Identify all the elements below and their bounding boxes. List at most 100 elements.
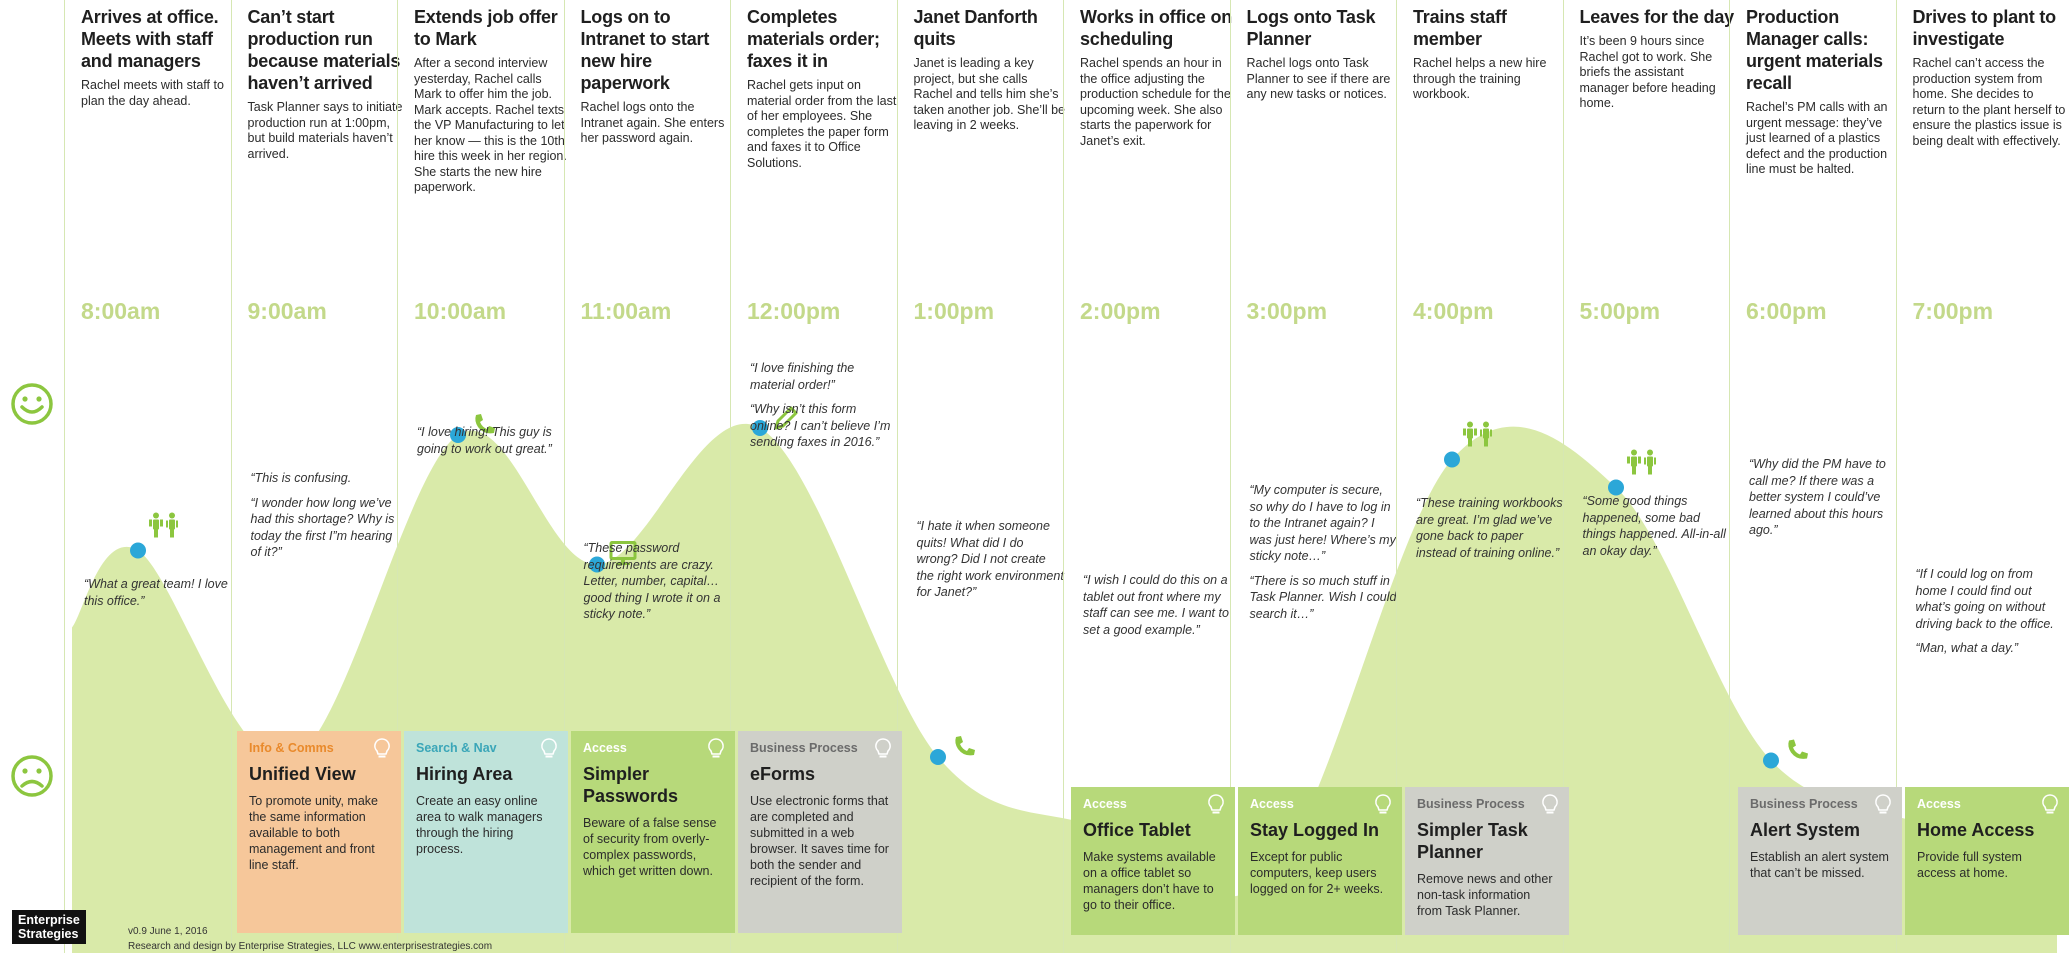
step-description: After a second interview yesterday, Rach…	[414, 56, 567, 194]
lightbulb-icon	[2042, 794, 2058, 814]
user-quote: “I wish I could do this on a tablet out …	[1083, 572, 1233, 646]
quote-text: “This is confusing.	[250, 471, 352, 485]
quote-text: “I love finishing the material order!”	[750, 361, 855, 392]
lightbulb-icon	[1208, 794, 1224, 814]
emotion-marker	[130, 542, 146, 559]
pencil-icon	[774, 406, 798, 430]
emotion-marker	[1608, 479, 1624, 496]
column-divider	[1396, 0, 1397, 953]
card-title: Alert System	[1750, 820, 1861, 840]
step-time: 2:00pm	[1080, 298, 1161, 324]
quote-text: “I wonder how long we’ve had this shorta…	[250, 495, 395, 560]
step-time: 11:00am	[580, 298, 672, 324]
step-title: Completes materials order; faxes it in	[747, 7, 880, 71]
happy-face-icon	[11, 383, 53, 425]
user-quote: “If I could log on from home I could fin…	[1916, 566, 2066, 665]
footer-credit: Research and design by Enterprise Strate…	[128, 941, 493, 952]
column-divider	[1729, 0, 1730, 953]
quote-text: “I wish I could do this on a tablet out …	[1083, 573, 1229, 637]
card-description: To promote unity, make the same informat…	[249, 794, 378, 872]
emotion-marker	[1444, 451, 1460, 468]
card-description: Establish an alert system that can’t be …	[1750, 850, 1889, 880]
footer-version: v0.9 June 1, 2016	[128, 926, 208, 937]
column-divider	[1229, 0, 1231, 953]
quote-text: “Man, what a day.”	[1915, 641, 2019, 655]
user-quote: “My computer is secure, so why do I have…	[1250, 482, 1400, 630]
step-title: Leaves for the day	[1579, 7, 1735, 27]
quote-text: “Some good things happened, some bad thi…	[1582, 494, 1726, 558]
emotion-marker	[450, 427, 466, 443]
lightbulb-icon	[875, 738, 891, 758]
step-title: Can’t start production run because mater…	[247, 7, 401, 93]
step-header: Can’t start production run because mater…	[248, 6, 404, 162]
lightbulb-icon	[1375, 794, 1391, 814]
step-time: 12:00pm	[747, 298, 841, 324]
step-title: Extends job offer to Mark	[414, 7, 558, 49]
step-description: Rachel helps a new hire through the trai…	[1413, 56, 1547, 101]
quote-text: “I love hiring! This guy is going to wor…	[417, 425, 552, 456]
quote-text: “What a great team! I love this office.”	[84, 577, 228, 608]
lightbulb-icon	[1542, 794, 1558, 814]
quote-text: “Why did the PM have to call me? If ther…	[1749, 457, 1886, 537]
monitor-icon	[609, 541, 637, 565]
card-description: Make systems available on a office table…	[1083, 850, 1216, 912]
card-category: Access	[1083, 797, 1127, 811]
user-quote: “I love finishing the material order!” “W…	[750, 360, 900, 459]
quote-text: “My computer is secure, so why do I have…	[1249, 483, 1396, 563]
step-title: Trains staff member	[1413, 7, 1507, 49]
step-description: Janet is leading a key project, but she …	[913, 56, 1066, 132]
sad-face-icon	[11, 755, 53, 797]
column-divider	[1063, 0, 1064, 953]
card-category: Business Process	[750, 741, 858, 755]
user-quote: “This is confusing. “I wonder how long we…	[251, 470, 401, 569]
step-description: It’s been 9 hours since Rachel got to wo…	[1579, 34, 1716, 110]
people-icon	[1463, 421, 1492, 447]
card-description: Beware of a false sense of security from…	[583, 816, 717, 878]
column-divider	[64, 0, 65, 953]
user-quote: “These training workbooks are great. I’m…	[1416, 495, 1566, 569]
step-description: Rachel logs onto the Intranet again. She…	[580, 100, 725, 145]
card-category: Info & Comms	[249, 741, 334, 755]
step-time: 6:00pm	[1746, 298, 1827, 324]
card-title: Simpler Task Planner	[1417, 820, 1528, 862]
step-time: 5:00pm	[1579, 298, 1661, 324]
user-quote: “These password requirements are crazy. …	[584, 540, 734, 631]
user-quote: “Why did the PM have to call me? If ther…	[1749, 456, 1899, 547]
step-header: Arrives at office. Meets with staff and …	[81, 6, 237, 109]
step-title: Production Manager calls: urgent materia…	[1746, 7, 1883, 93]
user-quote: “What a great team! I love this office.”	[84, 576, 234, 617]
step-description: Rachel spends an hour in the office adju…	[1080, 56, 1231, 148]
step-description: Task Planner says to initiate production…	[247, 100, 403, 161]
column-divider	[230, 0, 232, 953]
card-category: Access	[1917, 797, 1961, 811]
step-time: 7:00pm	[1912, 298, 1994, 324]
phone-icon	[955, 736, 975, 756]
step-header: Logs on to Intranet to start new hire pa…	[581, 6, 737, 147]
step-description: Rachel can’t access the production syste…	[1912, 56, 2066, 148]
emotion-marker	[1763, 752, 1779, 769]
card-category: Business Process	[1417, 797, 1525, 811]
step-title: Janet Danforth quits	[913, 7, 1038, 49]
quote-text: “Why isn’t this form online? I can’t bel…	[750, 402, 891, 449]
lightbulb-icon	[541, 738, 557, 758]
step-time: 1:00pm	[913, 298, 995, 324]
card-title: Home Access	[1917, 820, 2035, 840]
step-description: Rachel logs onto Task Planner to see if …	[1246, 56, 1391, 101]
card-category: Access	[1250, 797, 1294, 811]
step-description: Rachel meets with staff to plan the day …	[81, 78, 224, 108]
quote-text: “If I could log on from home I could fin…	[1915, 567, 2054, 631]
user-quote: “I love hiring! This guy is going to wor…	[417, 424, 567, 465]
